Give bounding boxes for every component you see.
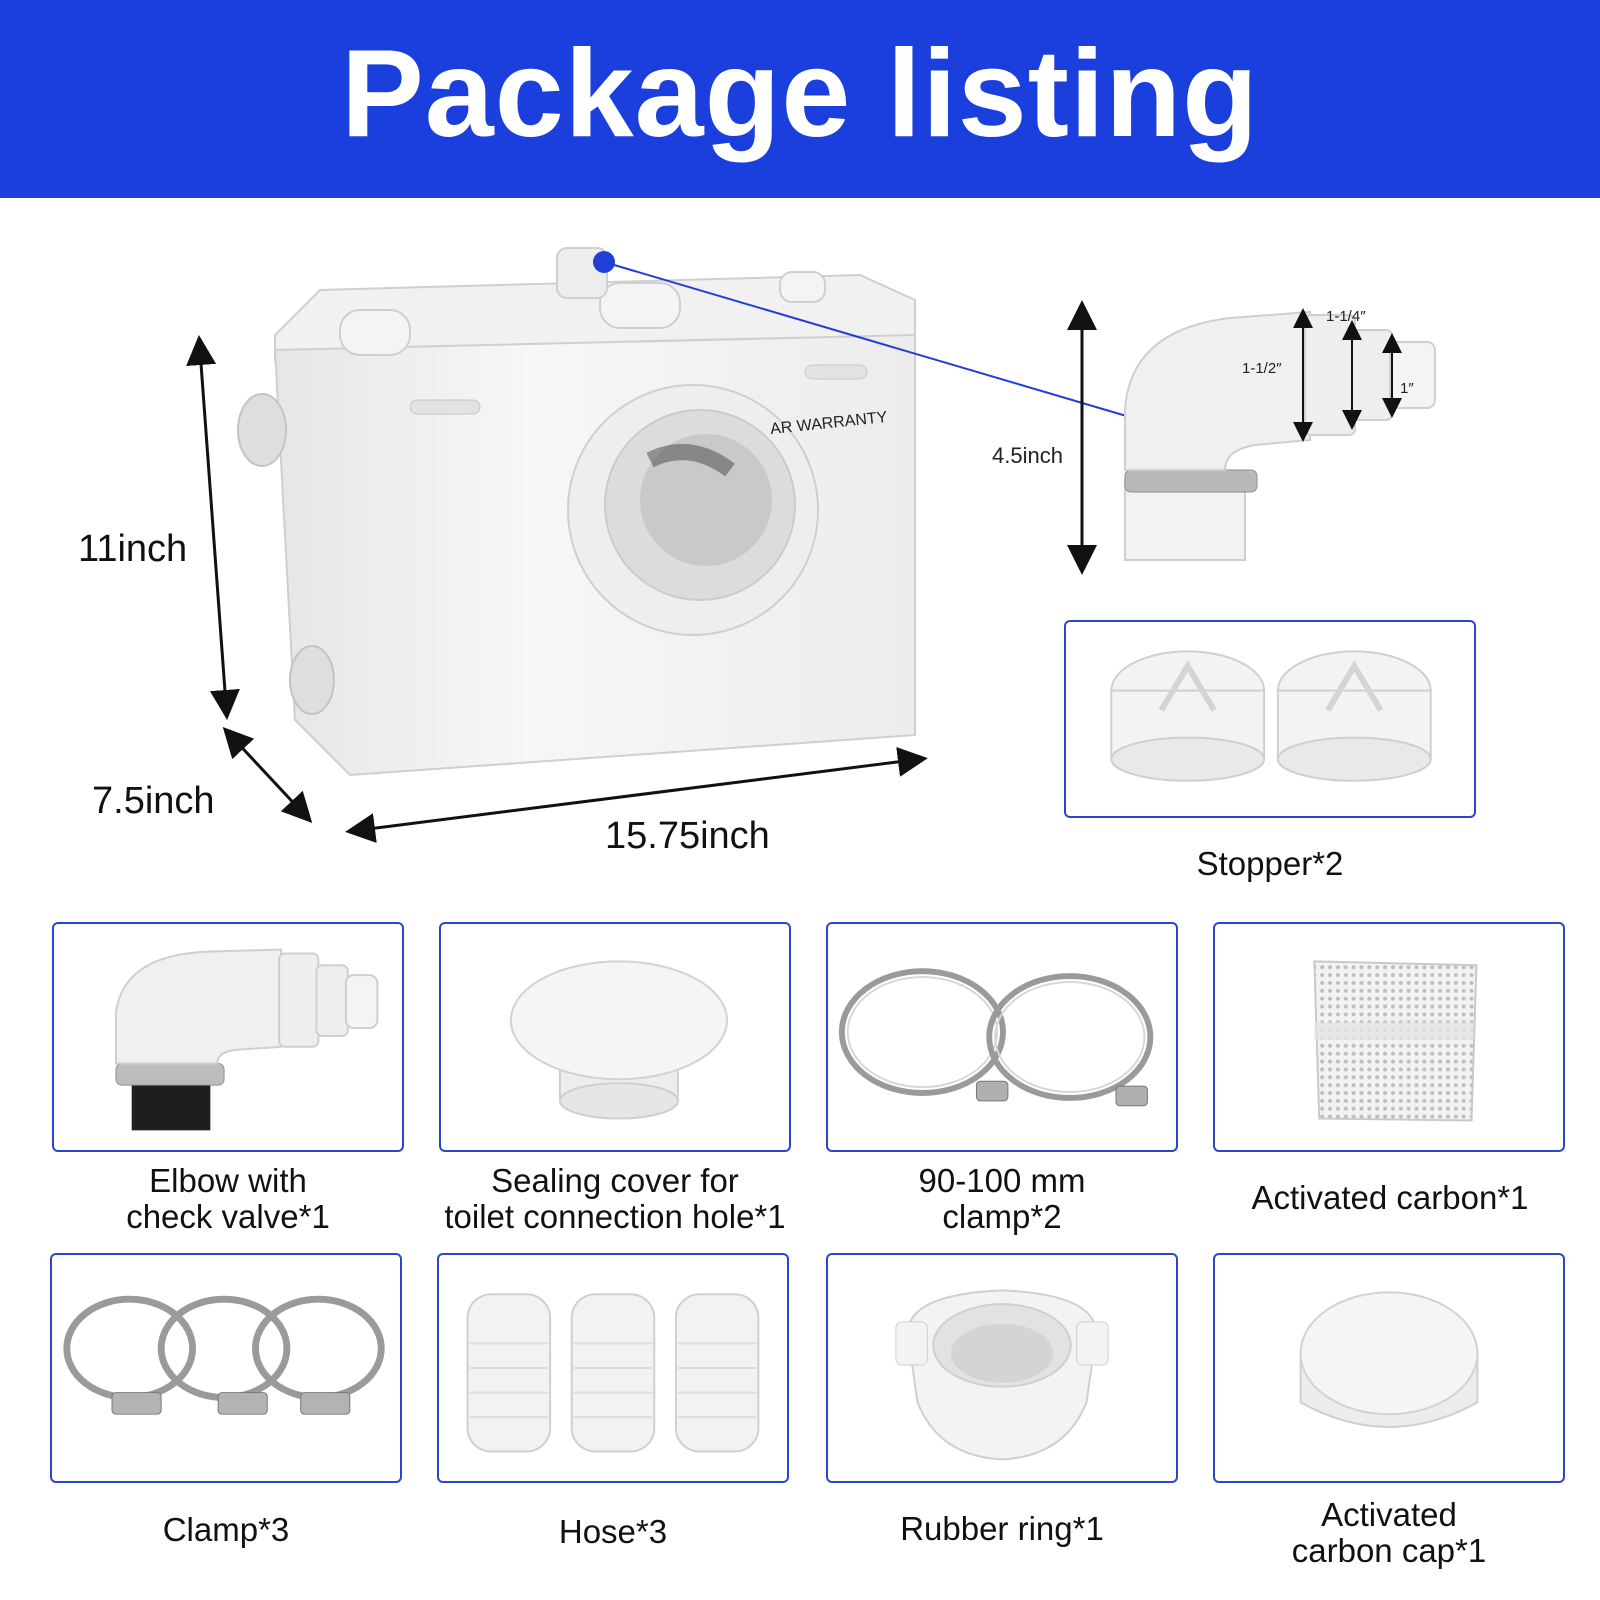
elbow-valve-caption-line1: Elbow with xyxy=(149,1162,307,1199)
size-label-a: 1-1/4″ xyxy=(1326,308,1366,325)
clamp-3-caption: Clamp*3 xyxy=(162,1511,290,1548)
hose-3-box xyxy=(437,1253,789,1483)
elbow-valve-icon xyxy=(114,948,379,1131)
height-arrow xyxy=(186,335,240,720)
elbow-top-illustration xyxy=(1067,300,1436,575)
depth-arrow xyxy=(222,727,313,823)
elbow-valve-caption-line2: check valve*1 xyxy=(126,1198,330,1235)
carbon-cap-box xyxy=(1213,1253,1565,1483)
height-label: 11inch xyxy=(78,528,188,570)
sealing-cover-box xyxy=(439,922,791,1152)
rubber-ring-caption: Rubber ring*1 xyxy=(900,1510,1104,1547)
rubber-ring-icon xyxy=(895,1289,1109,1461)
carbon-cap-caption-line1: Activated xyxy=(1321,1496,1457,1533)
clamp-90-caption-line1: 90-100 mm xyxy=(918,1162,1086,1199)
depth-label: 7.5inch xyxy=(92,780,215,822)
size-label-c: 1″ xyxy=(1400,380,1414,397)
clamp-3-box xyxy=(50,1253,402,1483)
hose-3-caption: Hose*3 xyxy=(558,1513,668,1550)
pump-unit xyxy=(237,247,916,777)
stopper-box xyxy=(1064,620,1476,818)
header-banner: Package listing xyxy=(0,0,1600,198)
clamp-90-icon xyxy=(838,968,1154,1107)
pump-illustration xyxy=(186,247,1436,843)
rubber-ring-box xyxy=(826,1253,1178,1483)
pointer-line xyxy=(603,261,1141,421)
clamp-90-caption: 90-100 mm clamp*2 xyxy=(800,1163,1204,1235)
stopper-caption: Stopper*2 xyxy=(1196,845,1344,882)
elbow-height-label: 4.5inch xyxy=(992,443,1063,468)
stopper-icon xyxy=(1110,650,1432,782)
clamp-90-box xyxy=(826,922,1178,1152)
width-arrow xyxy=(345,747,928,843)
activated-carbon-icon xyxy=(1313,960,1478,1122)
clamp-3-icon xyxy=(63,1295,385,1415)
activated-carbon-caption: Activated carbon*1 xyxy=(1251,1179,1529,1216)
clamp-90-caption-line2: clamp*2 xyxy=(942,1198,1062,1235)
elbow-valve-box xyxy=(52,922,404,1152)
pointer-dot xyxy=(593,251,615,273)
hose-3-icon xyxy=(466,1293,760,1453)
sealing-cover-caption-line1: Sealing cover for xyxy=(491,1162,739,1199)
page-title: Package listing xyxy=(341,25,1259,163)
carbon-cap-caption: Activated carbon cap*1 xyxy=(1183,1497,1595,1569)
activated-carbon-box xyxy=(1213,922,1565,1152)
width-label: 15.75inch xyxy=(605,815,770,857)
sealing-cover-caption-line2: toilet connection hole*1 xyxy=(444,1198,786,1235)
carbon-cap-caption-line2: carbon cap*1 xyxy=(1291,1532,1487,1569)
size-label-b: 1-1/2″ xyxy=(1242,360,1282,377)
carbon-cap-icon xyxy=(1299,1291,1479,1428)
sealing-cover-caption: Sealing cover for toilet connection hole… xyxy=(390,1163,840,1235)
elbow-valve-caption: Elbow with check valve*1 xyxy=(22,1163,434,1235)
sealing-cover-icon xyxy=(509,960,728,1120)
